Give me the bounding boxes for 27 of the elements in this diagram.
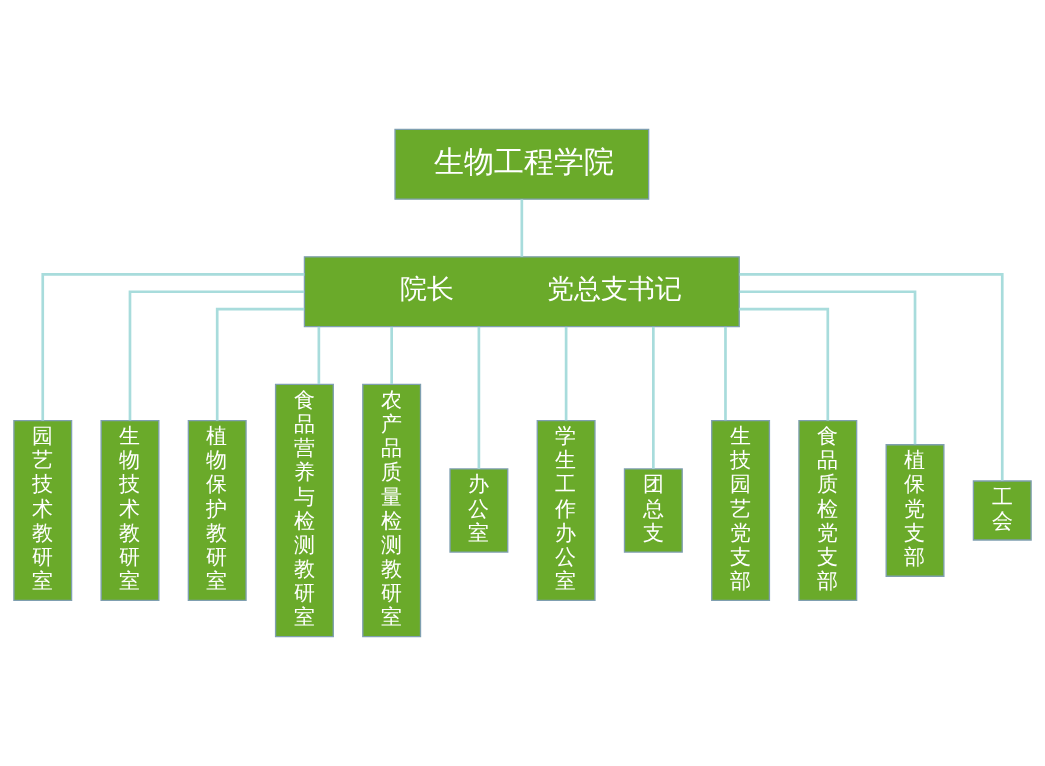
node-box: 食品营养与检测教研室: [274, 383, 334, 638]
connector: [390, 326, 393, 384]
connector: [739, 290, 917, 445]
node-box: 学生工作办公室: [536, 419, 596, 602]
connector: [564, 326, 568, 421]
connector: [739, 307, 830, 421]
connector: [128, 290, 305, 421]
node-box: 农产品质量检测教研室: [362, 383, 422, 638]
node-box: 生物工程学院: [394, 128, 650, 200]
node-box: 园艺技术教研室: [13, 419, 73, 602]
connector: [477, 326, 481, 469]
connector: [215, 307, 305, 421]
node-box: 食品质检党支部: [798, 419, 858, 602]
connector: [724, 326, 727, 421]
node-box: 生物技术教研室: [100, 419, 160, 602]
connector: [520, 199, 524, 257]
connector: [739, 272, 1004, 481]
connector: [41, 272, 305, 421]
node-box: 植物保护教研室: [187, 419, 247, 602]
node-box: 生技园艺党支部: [711, 419, 771, 602]
node-box: 团总支: [623, 468, 683, 553]
node-box: 办公室: [449, 468, 509, 553]
connector: [317, 326, 321, 384]
node-box: 工会: [972, 480, 1032, 541]
node-box: 植保党支部: [885, 444, 945, 577]
connector: [652, 326, 655, 469]
node-box: 院长 党总支书记: [303, 256, 740, 328]
